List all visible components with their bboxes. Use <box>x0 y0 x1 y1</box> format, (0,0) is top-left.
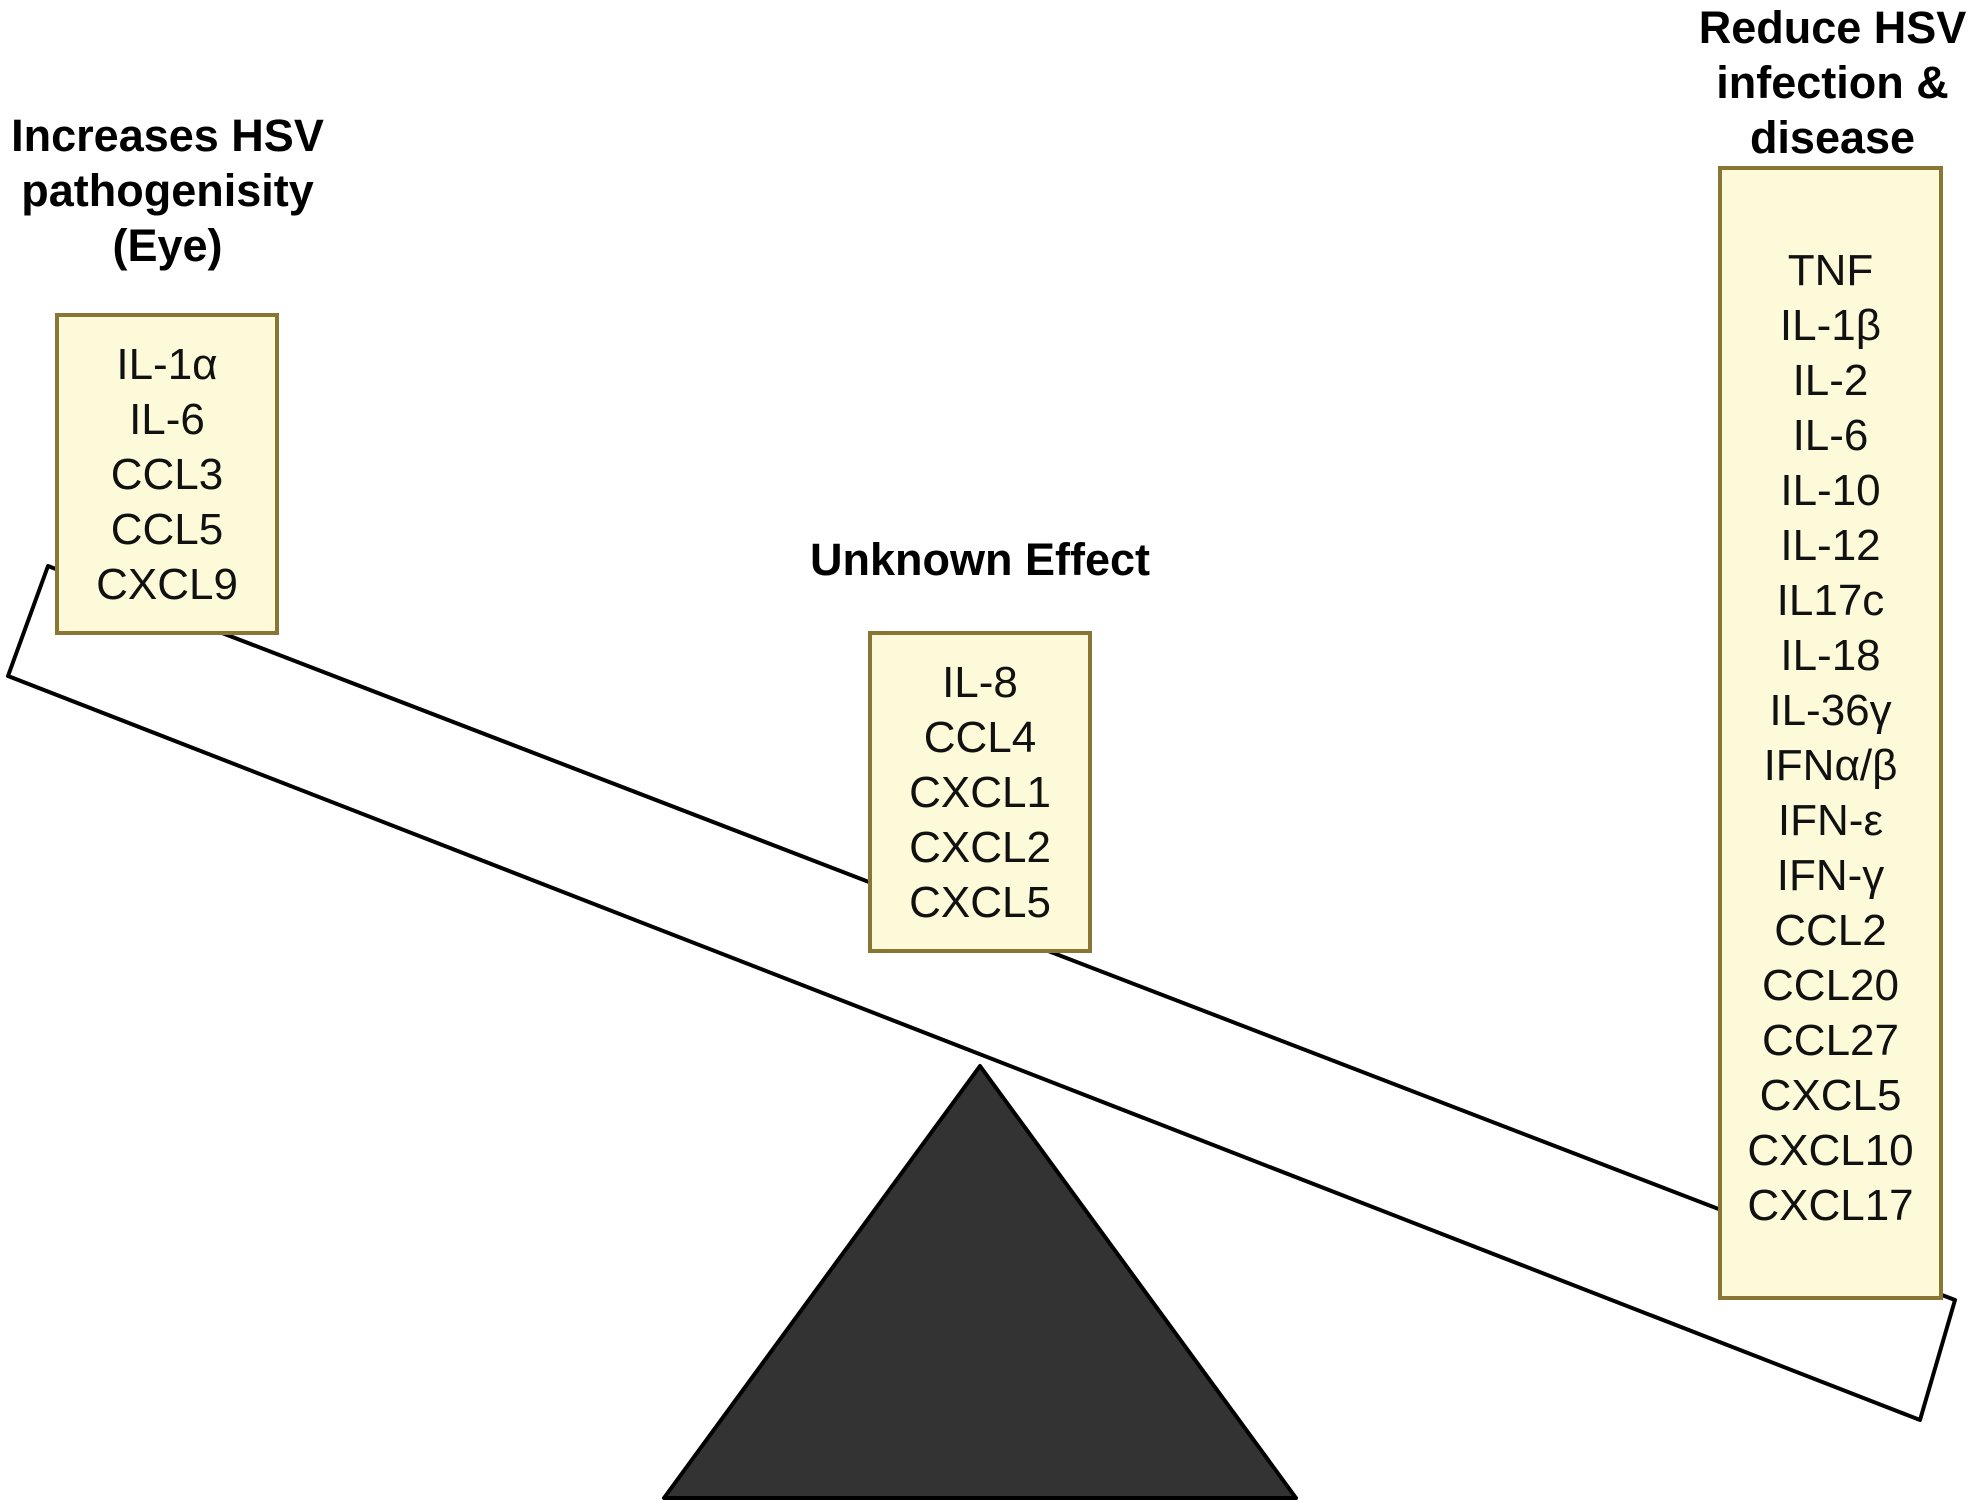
cytokine-label: CXCL10 <box>1747 1126 1914 1175</box>
cytokine-label: CCL5 <box>110 505 224 554</box>
cytokine-label: CXCL1 <box>909 768 1051 817</box>
cytokine-label: IL-8 <box>942 658 1018 707</box>
cytokine-label: CXCL2 <box>909 823 1051 872</box>
cytokine-label: TNF <box>1787 246 1874 295</box>
left-heading-line: Increases HSV <box>11 110 324 161</box>
right-heading-line: infection & <box>1716 57 1949 108</box>
cytokine-label: CXCL17 <box>1747 1181 1914 1230</box>
cytokine-label: CCL2 <box>1774 906 1887 955</box>
cytokine-label: IL-12 <box>1780 521 1881 570</box>
cytokine-label: IL-1β <box>1779 301 1882 350</box>
cytokine-label: IL-18 <box>1780 631 1881 680</box>
left-heading: Increases HSV pathogenisity (Eye) <box>0 108 335 273</box>
seesaw-beam <box>6 564 1957 1422</box>
cytokine-label: IL-2 <box>1792 356 1869 405</box>
cytokine-label: IL-1α <box>116 340 218 389</box>
right-heading-line: disease <box>1749 112 1916 163</box>
cytokine-label: IFN-γ <box>1776 851 1885 900</box>
cytokine-label: CXCL5 <box>909 878 1051 927</box>
cytokine-label: CCL20 <box>1762 961 1899 1010</box>
right-heading-line: Reduce HSV <box>1698 2 1967 53</box>
right-heading: Reduce HSV infection & disease <box>1650 0 1969 165</box>
seesaw-fulcrum <box>662 1064 1298 1500</box>
cytokine-label: CCL4 <box>923 713 1037 762</box>
cytokine-label: CCL27 <box>1762 1016 1899 1065</box>
right-cytokine-box: TNF IL-1β IL-2 IL-6 IL-10 IL-12 IL17c IL… <box>1718 166 1943 1300</box>
cytokine-label: CXCL9 <box>96 560 238 609</box>
cytokine-label: IFNα/β <box>1763 741 1898 790</box>
cytokine-label: CXCL5 <box>1759 1071 1902 1120</box>
cytokine-label: IL-6 <box>129 395 205 444</box>
cytokine-label: IL-10 <box>1780 466 1881 515</box>
cytokine-label: CCL3 <box>110 450 224 499</box>
middle-heading-line: Unknown Effect <box>809 534 1150 585</box>
left-heading-line: pathogenisity <box>21 165 314 216</box>
cytokine-label: IFN-ε <box>1777 796 1884 845</box>
middle-cytokine-box: IL-8 CCL4 CXCL1 CXCL2 CXCL5 <box>868 631 1092 953</box>
middle-heading: Unknown Effect <box>760 532 1200 587</box>
left-cytokine-box: IL-1α IL-6 CCL3 CCL5 CXCL9 <box>55 313 279 635</box>
left-heading-line: (Eye) <box>112 220 223 271</box>
cytokine-label: IL17c <box>1776 576 1885 625</box>
cytokine-label: IL-36γ <box>1769 686 1892 735</box>
cytokine-label: IL-6 <box>1792 411 1869 460</box>
